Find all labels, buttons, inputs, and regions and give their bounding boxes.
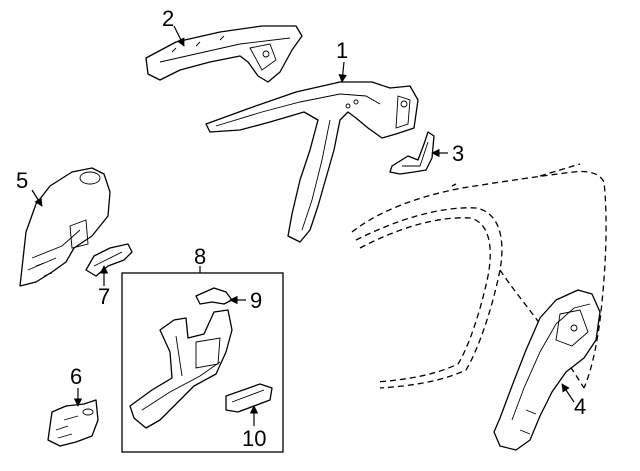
- part-10-plate[interactable]: [225, 383, 273, 413]
- callout-2: 2: [162, 6, 174, 31]
- callout-1: 1: [336, 38, 348, 63]
- callout-4: 4: [574, 394, 586, 419]
- part-3-bracket[interactable]: [389, 131, 435, 175]
- leader-lines: [31, 25, 575, 426]
- part-8-inner-panel[interactable]: [129, 309, 233, 429]
- part-6-lower-reinforcement[interactable]: [47, 399, 99, 447]
- part-1-inner-pillar[interactable]: [205, 81, 419, 243]
- callout-7: 7: [98, 284, 110, 309]
- callout-3: 3: [452, 141, 464, 166]
- callout-10: 10: [242, 426, 266, 451]
- outer-quarter-panel-outline: [351, 163, 607, 389]
- part-9-clip[interactable]: [195, 287, 233, 305]
- leader-4: [561, 383, 575, 403]
- part-7-bracket[interactable]: [85, 243, 133, 277]
- part-4-wheelhouse[interactable]: [493, 289, 601, 451]
- callout-labels: 1 2 3 4 5 6 7 8 9 10: [16, 6, 586, 451]
- leader-1: [338, 61, 347, 83]
- callout-9: 9: [250, 288, 262, 313]
- leader-5: [31, 189, 43, 207]
- callout-5: 5: [16, 168, 28, 193]
- leader-2: [173, 25, 185, 47]
- part-2-upper-rail[interactable]: [145, 25, 303, 83]
- callout-8: 8: [194, 244, 206, 269]
- callout-6: 6: [70, 364, 82, 389]
- part-8-assembly-box: [121, 272, 284, 453]
